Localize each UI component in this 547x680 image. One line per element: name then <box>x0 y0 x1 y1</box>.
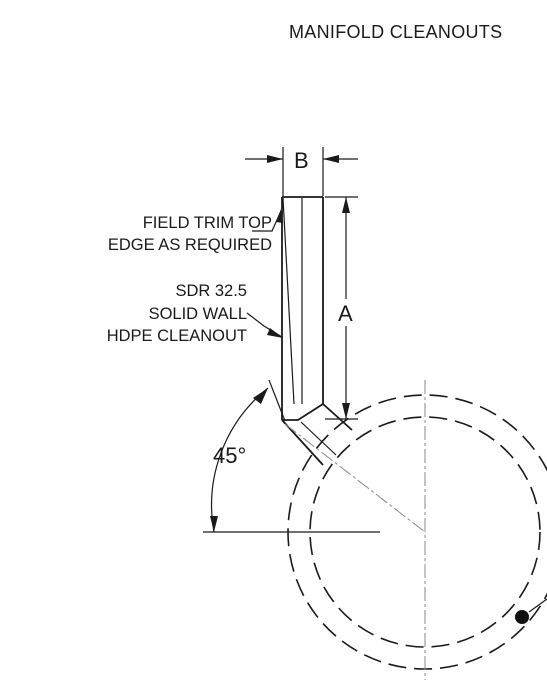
a-dimension-label: A <box>338 301 353 326</box>
trim-note-line-1: FIELD TRIM TOP <box>143 214 272 232</box>
reference-point-marker <box>515 610 529 624</box>
elbow-upper-wall <box>322 403 353 431</box>
reference-leader <box>528 598 547 613</box>
pipe-leader-arrow <box>267 328 283 338</box>
riser-elbow-top <box>282 403 324 421</box>
cleanout-axis-centerline <box>284 423 426 533</box>
manifold-pipe <box>284 380 547 680</box>
a-arrowhead-bottom <box>342 403 350 419</box>
pipe-note-line-2: SOLID WALL <box>149 305 247 323</box>
cleanout-riser <box>281 196 353 466</box>
b-arrowhead-left <box>267 155 283 163</box>
angle-arrowhead-bottom <box>210 516 218 532</box>
b-arrowhead-right <box>323 155 339 163</box>
a-arrowhead-top <box>342 197 350 213</box>
angle-arc <box>211 387 269 533</box>
angle-label: 45° <box>213 443 246 468</box>
pipe-callout: SDR 32.5 SOLID WALL HDPE CLEANOUT <box>107 282 283 345</box>
pipe-note-line-1: SDR 32.5 <box>175 282 247 300</box>
a-dimension: A <box>325 196 358 420</box>
manifold-inner-wall <box>309 416 541 648</box>
drawing-title: MANIFOLD CLEANOUTS <box>289 22 502 42</box>
b-dimension: B <box>245 147 358 196</box>
trim-callout: FIELD TRIM TOP EDGE AS REQUIRED <box>108 209 283 254</box>
b-dimension-label: B <box>294 148 309 173</box>
riser-hatch-line <box>282 197 295 405</box>
elbow-inner-line <box>300 421 337 456</box>
trim-note-line-2: EDGE AS REQUIRED <box>108 236 272 254</box>
pipe-note-line-3: HDPE CLEANOUT <box>107 327 247 345</box>
trim-leader-arrow <box>276 209 283 223</box>
angle-dimension: 45° <box>203 379 380 533</box>
angle-arrowhead-top <box>253 388 268 404</box>
angle-extension-line <box>268 379 286 422</box>
